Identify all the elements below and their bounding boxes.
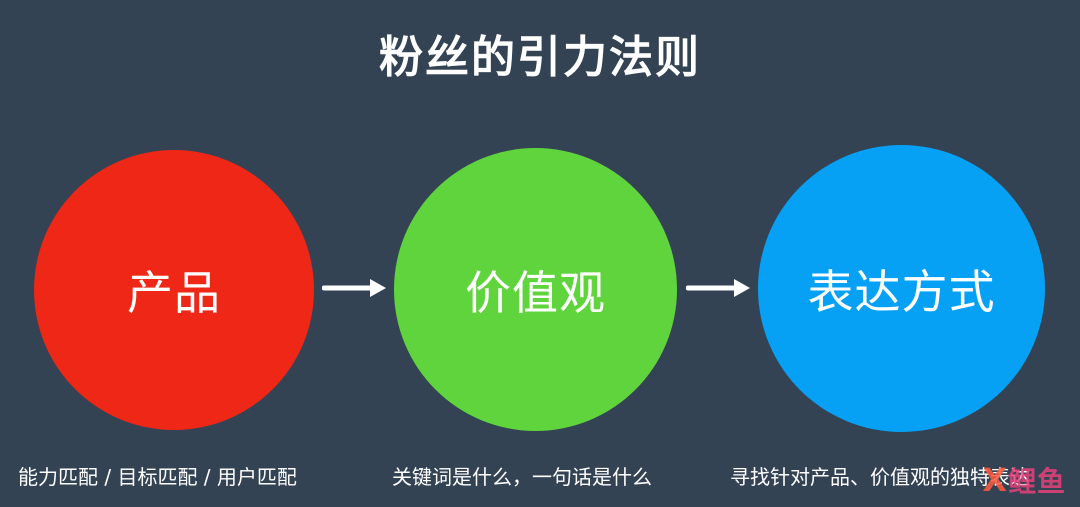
- circle-label-expression: 表达方式: [807, 264, 996, 319]
- watermark-logo: X鲤鱼: [982, 460, 1066, 500]
- circle-values: 价值观: [394, 148, 677, 431]
- circle-label-product: 产品: [127, 266, 221, 320]
- caption-product: 能力匹配 / 目标匹配 / 用户匹配: [18, 465, 297, 489]
- watermark-text: 鲤鱼: [1007, 465, 1066, 498]
- arrow-right-icon: [322, 279, 386, 297]
- caption-expression: 寻找针对产品、价值观的独特表达: [730, 465, 1030, 489]
- diagram-title: 粉丝的引力法则: [379, 32, 701, 83]
- circle-expression: 表达方式: [758, 145, 1045, 432]
- caption-values: 关键词是什么，一句话是什么: [392, 465, 652, 489]
- watermark-mark: X: [982, 461, 1008, 499]
- circle-label-values: 价值观: [465, 265, 606, 320]
- circle-product: 产品: [34, 150, 314, 430]
- arrow-right-icon: [686, 279, 750, 297]
